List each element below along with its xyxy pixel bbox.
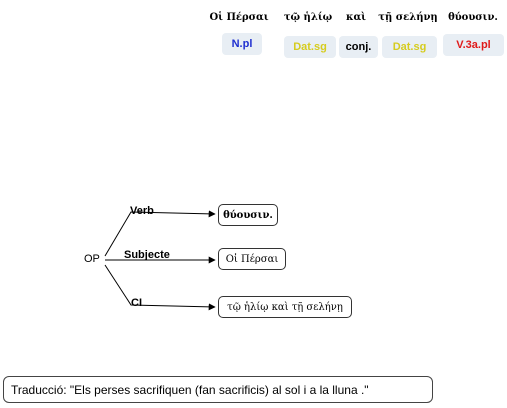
greek-word: τῷ ἡλίῳ bbox=[283, 12, 333, 23]
greek-word: τῇ σελήνῃ bbox=[378, 12, 438, 23]
relation-label-verb: Verb bbox=[130, 205, 154, 217]
grammar-tag: Dat.sg bbox=[382, 36, 437, 58]
translation-box: Traducció: "Els perses sacrifiquen (fan … bbox=[3, 376, 433, 403]
tree-node-verb: θύουσιν. bbox=[218, 204, 278, 226]
greek-word: θύουσιν. bbox=[448, 12, 498, 23]
greek-word: Οἱ Πέρσαι bbox=[209, 12, 269, 23]
verb-link bbox=[104, 210, 216, 257]
ci-link bbox=[104, 264, 216, 311]
grammar-tag: Dat.sg bbox=[284, 36, 336, 58]
tree-node-subject: Οἱ Πέρσαι bbox=[218, 248, 286, 270]
relation-label-ci: CI bbox=[131, 297, 142, 309]
tree-node-ci: τῷ ἡλίῳ καὶ τῇ σελήνῃ bbox=[218, 296, 352, 318]
grammar-tag: V.3a.pl bbox=[443, 34, 504, 56]
tree-root: OP bbox=[84, 253, 100, 265]
grammar-tag: N.pl bbox=[222, 33, 262, 55]
greek-word: καὶ bbox=[345, 12, 367, 23]
grammar-tag: conj. bbox=[339, 36, 378, 58]
relation-label-subject: Subjecte bbox=[124, 249, 170, 261]
